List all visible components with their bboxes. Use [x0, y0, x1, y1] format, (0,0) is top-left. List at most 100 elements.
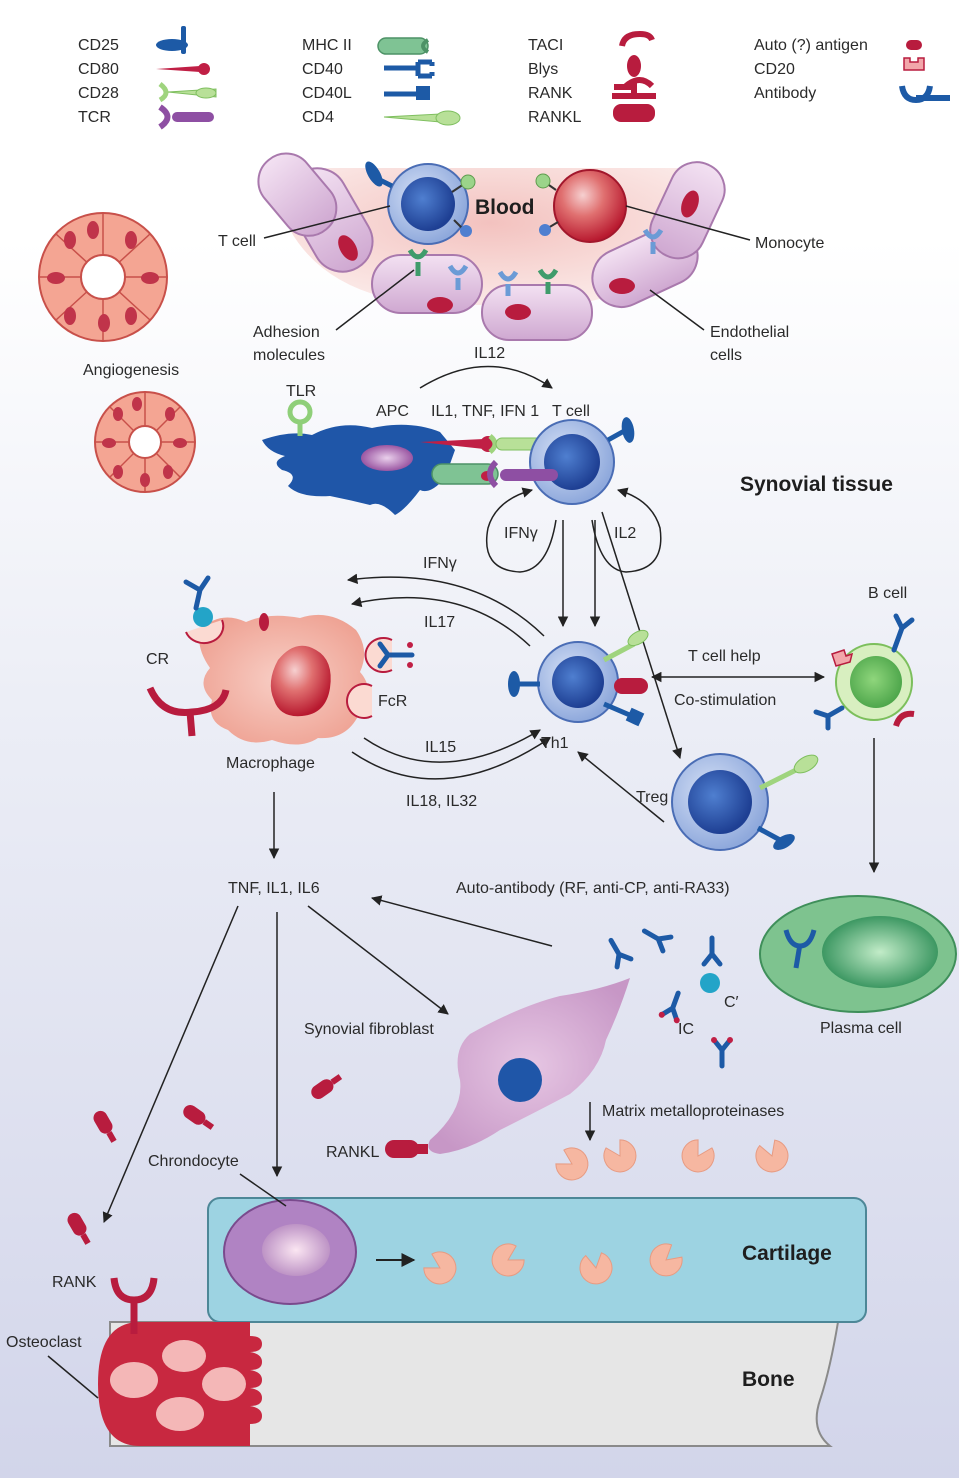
co-stimulation-label: Co-stimulation — [674, 692, 776, 709]
il1-tnf-ifn1-label: IL1, TNF, IFN 1 — [431, 403, 539, 420]
legend: CD25 CD80 CD28 TCR MHC II CD40 CD40L CD4 — [78, 26, 950, 130]
cd28-symbol-icon — [158, 82, 217, 103]
mmp-enzyme-icon — [675, 1135, 720, 1179]
cd80-cd28-interaction — [420, 434, 545, 454]
ifn-gamma-loop-label: IFNγ — [504, 525, 538, 542]
th1-label: Th1 — [541, 735, 569, 752]
blood-vessel: Blood — [257, 152, 726, 341]
legend-label-cd80: CD80 — [78, 61, 119, 78]
apc-label: APC — [376, 403, 409, 420]
cd4-symbol-icon — [383, 110, 461, 126]
cartilage-label: Cartilage — [742, 1242, 832, 1265]
cr-receptor-icon — [146, 686, 230, 737]
t-cell-help-label: T cell help — [688, 648, 761, 665]
t-cell-blood-label: T cell — [218, 233, 256, 250]
il2-loop-label: IL2 — [614, 525, 636, 542]
taci-blys-rank-rankl-symbol-icon — [612, 30, 656, 122]
rank-label: RANK — [52, 1274, 97, 1291]
legend-label-rank: RANK — [528, 85, 573, 102]
cd40l-symbol-icon — [384, 86, 430, 100]
mhc-tcr-interaction — [431, 459, 558, 489]
il18-il32-label: IL18, IL32 — [406, 793, 477, 810]
fcr-receptor-with-antibody-icon — [364, 637, 415, 673]
legend-label-antibody: Antibody — [754, 85, 816, 102]
legend-label-auto-antigen: Auto (?) antigen — [754, 37, 868, 54]
osteoclast-label: Osteoclast — [6, 1334, 82, 1351]
synovial-tissue-label: Synovial tissue — [740, 473, 893, 496]
il17-label: IL17 — [424, 614, 455, 631]
b-cell — [813, 613, 915, 731]
free-antibody-icon — [604, 936, 631, 967]
legend-label-taci: TACI — [528, 37, 563, 54]
treg-label: Treg — [636, 789, 668, 806]
legend-label-cd25: CD25 — [78, 37, 119, 54]
il12-label: IL12 — [474, 345, 505, 362]
fcr-label: FcR — [378, 693, 407, 710]
b-cell-label: B cell — [868, 585, 907, 602]
legend-label-blys: Blys — [528, 61, 558, 78]
synovial-fibroblast-label: Synovial fibroblast — [304, 1021, 434, 1038]
tlr-receptor-icon — [287, 399, 313, 436]
blood-label: Blood — [475, 196, 534, 219]
tcr-symbol-icon — [158, 104, 214, 130]
auto-antigen-symbol-icon — [906, 40, 922, 50]
c-prime-label: C′ — [724, 994, 739, 1011]
t-cell-tissue — [529, 417, 635, 505]
legend-label-cd28: CD28 — [78, 85, 119, 102]
cd20-symbol-icon — [903, 57, 925, 71]
legend-label-cd40: CD40 — [302, 61, 343, 78]
complement-bound-antibody-icon — [700, 938, 720, 993]
bone-label: Bone — [742, 1368, 795, 1391]
mmp-label: Matrix metalloproteinases — [602, 1103, 784, 1120]
legend-label-cd4: CD4 — [302, 109, 334, 126]
endothelial-cell — [481, 284, 593, 341]
angiogenesis-vessel-small — [94, 391, 196, 493]
endothelial-cells-label: Endothelial cells — [710, 324, 794, 364]
th1-cell — [508, 629, 649, 727]
endothelial-cell — [371, 254, 483, 314]
monocyte-label: Monocyte — [755, 235, 824, 252]
complement-receptor-top-icon — [183, 575, 225, 645]
legend-label-cd20: CD20 — [754, 61, 795, 78]
macrophage — [199, 613, 368, 745]
bone — [109, 1321, 840, 1447]
adhesion-molecules-label: Adhesion molecules — [253, 324, 325, 364]
rankl-label: RANKL — [326, 1144, 379, 1161]
t-cell-tissue-label: T cell — [552, 403, 590, 420]
fcr-receptor-icon — [346, 683, 373, 719]
rank-receptor-icon — [110, 1277, 158, 1334]
immune-complex-icon — [658, 989, 689, 1024]
chondrocyte-label: Chrondocyte — [148, 1153, 239, 1170]
legend-label-mhc2: MHC II — [302, 37, 352, 54]
endothelial-cell — [257, 152, 338, 237]
cartilage — [207, 1197, 867, 1323]
free-antibody-icon — [640, 924, 671, 951]
soluble-rankl-icon — [64, 1210, 95, 1247]
cytokines-label: TNF, IL1, IL6 — [228, 880, 320, 897]
osteoclast — [98, 1322, 262, 1446]
mmp-enzyme-icon — [751, 1136, 793, 1177]
cr-label: CR — [146, 651, 169, 668]
ic-label: IC — [678, 1021, 694, 1038]
apc-dendritic-cell — [262, 424, 455, 515]
soluble-rankl-icon — [308, 1070, 345, 1102]
mmp-enzyme-icon — [598, 1135, 643, 1179]
synovial-fibroblast — [428, 978, 630, 1154]
plasma-cell-label: Plasma cell — [820, 1020, 902, 1037]
il15-label: IL15 — [425, 739, 456, 756]
adhesion-molecule-icon — [407, 228, 664, 296]
cd25-symbol-icon — [156, 26, 188, 54]
legend-label-tcr: TCR — [78, 109, 111, 126]
legend-label-cd40l: CD40L — [302, 85, 352, 102]
mmp-enzyme-icon — [551, 1142, 595, 1187]
cd40-symbol-icon — [384, 59, 435, 79]
soluble-rankl-icon — [90, 1108, 121, 1145]
plasma-cell — [759, 895, 957, 1013]
soluble-rankl-icon — [180, 1102, 217, 1134]
mhc2-symbol-icon — [377, 37, 430, 55]
antibody-symbol-icon — [899, 85, 950, 104]
endothelial-cell — [649, 161, 726, 260]
immune-complex-icon — [711, 1037, 733, 1066]
angiogenesis-label: Angiogenesis — [83, 362, 179, 379]
treg-cell — [671, 753, 819, 851]
